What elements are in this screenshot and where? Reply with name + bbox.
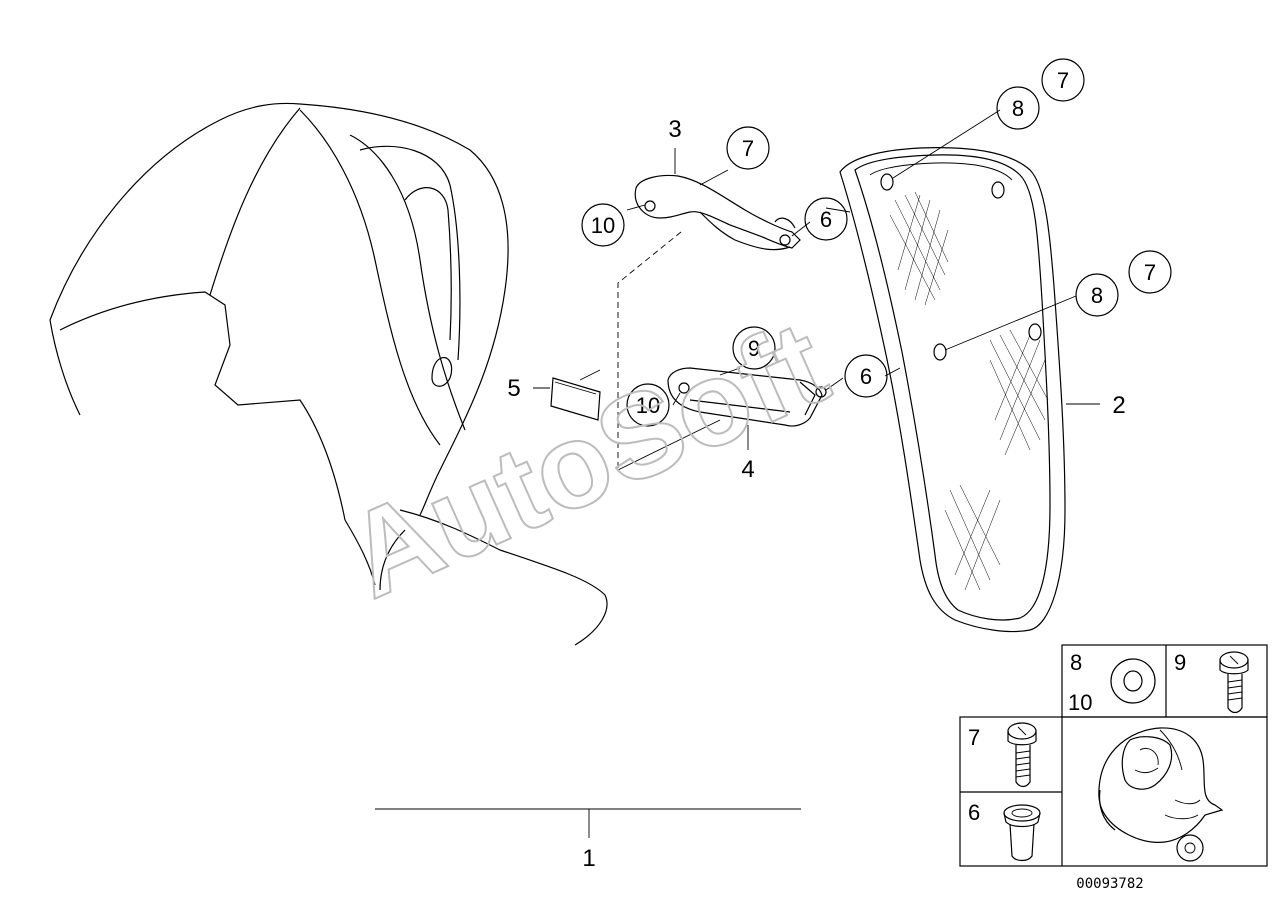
legend-cell-washer: 8 10	[1068, 650, 1156, 715]
bracket-part-3	[634, 174, 801, 251]
label-part-3-nut: 10	[591, 213, 615, 238]
legend-label-8: 8	[1070, 650, 1082, 675]
label-part-4-grommet: 6	[860, 364, 872, 389]
short-screw-icon	[1219, 651, 1249, 714]
windscreen-hatch	[889, 191, 1049, 591]
legend-cell-screw-long: 7	[968, 722, 1037, 788]
label-part-1: 1	[582, 845, 595, 872]
label-windscreen-top-screw: 7	[1057, 68, 1069, 93]
label-part-2: 2	[1112, 392, 1125, 419]
legend-cell-grommet: 6	[968, 800, 1041, 862]
legend-cell-screw-short: 9	[1174, 650, 1249, 714]
parts-legend: 8 10 9 7	[959, 644, 1268, 867]
watermark: AutoSoft	[328, 295, 845, 623]
label-part-4-screw: 9	[748, 336, 760, 361]
grommet-icon	[1003, 804, 1041, 862]
label-windscreen-mid-washer: 8	[1091, 283, 1103, 308]
label-part-3-grommet: 6	[820, 207, 832, 232]
pad-part-5	[550, 377, 601, 421]
label-part-3-screw: 7	[742, 136, 754, 161]
callout-labels: 3 7 10 6 5 9 10 6 4 2 7 8 7 8 1	[507, 68, 1156, 872]
motorcycle-thumbnail-icon	[1098, 727, 1224, 862]
label-part-4-nut: 10	[636, 393, 660, 418]
legend-label-6: 6	[968, 800, 980, 825]
legend-label-10: 10	[1068, 690, 1092, 715]
label-part-4: 4	[741, 456, 754, 483]
leader-lines	[375, 109, 1100, 838]
legend-label-7: 7	[968, 725, 980, 750]
callout-circles	[581, 58, 1172, 427]
label-part-3: 3	[668, 116, 681, 143]
windscreen-part-2	[839, 147, 1066, 633]
label-windscreen-mid-screw: 7	[1144, 260, 1156, 285]
long-screw-icon	[1007, 722, 1037, 788]
bracket-part-4	[667, 367, 827, 427]
legend-label-9: 9	[1174, 650, 1186, 675]
washer-icon	[1110, 658, 1156, 704]
label-part-5: 5	[507, 375, 520, 402]
label-windscreen-top-washer: 8	[1012, 96, 1024, 121]
fairing-outline	[49, 102, 608, 646]
diagram-reference-number: 00093782	[1076, 876, 1143, 892]
